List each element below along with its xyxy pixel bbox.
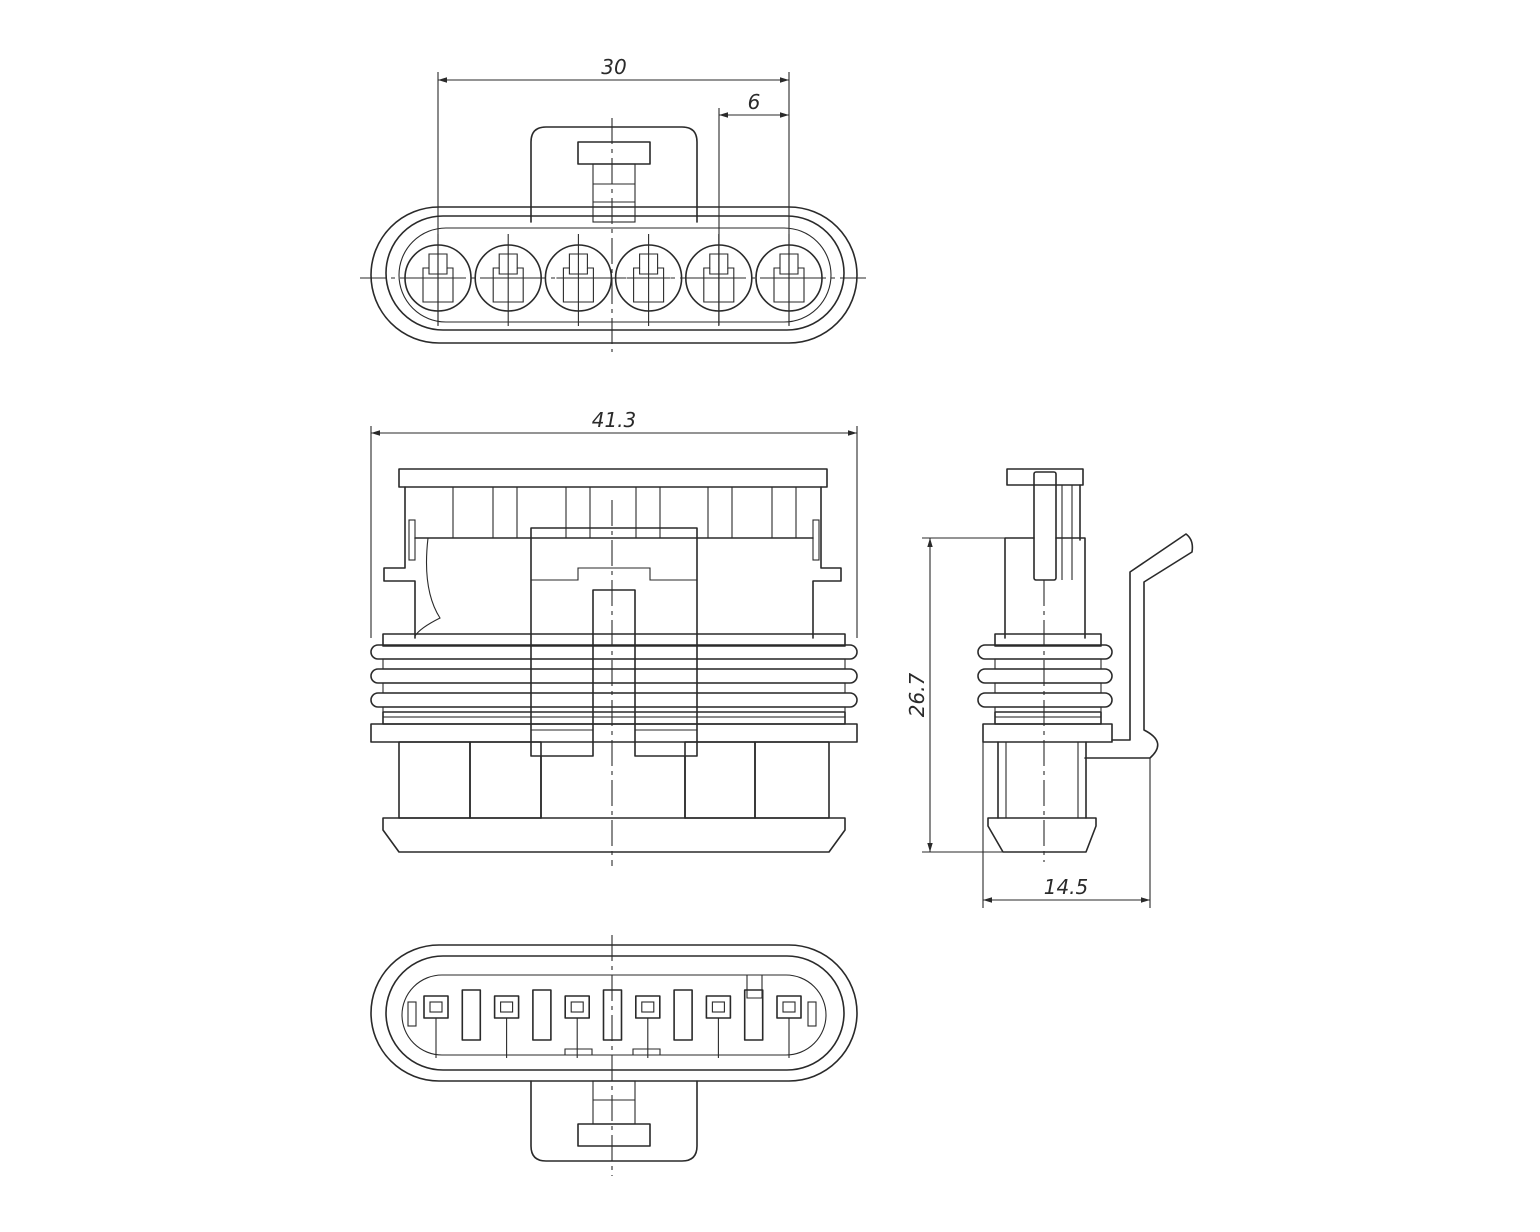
bottom-key-left	[407, 1001, 417, 1027]
bottom-outer-body	[370, 944, 858, 1082]
top-cavities	[404, 234, 823, 326]
top-cavity	[474, 234, 543, 326]
front-seal-rings	[370, 633, 858, 725]
terminal-window	[634, 995, 661, 1019]
dim-pin-span-label: 30	[601, 55, 626, 79]
side-view: 26.7 14.5	[905, 468, 1194, 908]
side-latch-post	[1033, 471, 1057, 581]
front-seal-ring	[370, 668, 858, 684]
terminal-window	[705, 995, 732, 1019]
top-view: 30 6	[360, 55, 866, 352]
dim-body-width: 41.3	[370, 408, 858, 638]
bottom-terminal	[423, 989, 482, 1058]
terminal-window	[423, 995, 449, 1019]
front-upper-ribs	[452, 487, 797, 538]
top-cavity	[614, 234, 683, 326]
cavity-terminal	[773, 253, 805, 303]
terminal-divider	[532, 989, 552, 1041]
terminal-divider	[673, 989, 693, 1041]
top-inner-body	[385, 215, 845, 331]
front-lower-blocks	[398, 741, 830, 819]
bottom-terminal	[493, 989, 552, 1058]
side-seal-top	[994, 633, 1102, 647]
bottom-terminal	[564, 989, 623, 1058]
bottom-terminal	[705, 989, 764, 1058]
dim-body-depth: 14.5	[982, 742, 1151, 908]
top-latch-slot	[592, 163, 636, 223]
terminal-pin	[782, 1001, 796, 1013]
side-seal-groove	[994, 682, 1102, 694]
front-seal-groove	[382, 682, 846, 694]
bottom-terminal	[634, 989, 693, 1058]
bottom-terminal-windows	[423, 989, 802, 1058]
side-upper-housing	[1004, 537, 1086, 639]
dim-body-height: 26.7	[905, 537, 1005, 853]
front-seal-ring	[370, 644, 858, 660]
side-seal-groove	[994, 658, 1102, 670]
side-seal-ring	[977, 644, 1113, 660]
dim-body-depth-label: 14.5	[1044, 875, 1089, 899]
cavity-terminal	[633, 253, 665, 303]
dim-body-width-label: 41.3	[592, 408, 637, 432]
bottom-latch-bar	[577, 1123, 651, 1147]
bottom-terminal	[776, 995, 802, 1058]
dim-body-height-label: 26.7	[905, 672, 929, 717]
dim-pin-span: 30	[437, 55, 790, 325]
bottom-key-right	[807, 1001, 817, 1027]
front-seal-ring	[370, 692, 858, 708]
side-seal-bottom	[994, 711, 1102, 725]
front-lower-block	[684, 741, 756, 819]
front-seal-bottom	[382, 711, 846, 725]
front-seal-top	[382, 633, 846, 647]
top-cavity-rim	[398, 227, 832, 323]
front-top-cap	[398, 468, 828, 488]
terminal-pin	[429, 1001, 443, 1013]
front-lower-flange	[370, 723, 858, 743]
bottom-latch-tab	[530, 1080, 698, 1162]
top-latch-bar	[577, 141, 651, 165]
bottom-view	[370, 935, 858, 1176]
side-bottom-skirt	[987, 817, 1097, 853]
terminal-window	[493, 995, 520, 1019]
front-lower-block	[398, 741, 471, 819]
cavity-terminal	[703, 253, 735, 303]
side-flange	[982, 723, 1113, 743]
top-cavity	[544, 234, 613, 326]
cavity-terminal	[562, 253, 594, 303]
side-seal-ring	[977, 692, 1113, 708]
terminal-pin	[641, 1001, 655, 1013]
dim-pin-pitch: 6	[718, 90, 789, 325]
terminal-pin	[570, 1001, 584, 1013]
terminal-pin	[711, 1001, 725, 1013]
side-lever	[1084, 533, 1194, 759]
side-latch-head	[1006, 468, 1084, 486]
terminal-divider	[743, 989, 764, 1041]
cavity-terminal	[422, 253, 454, 303]
top-outer-body	[370, 206, 858, 344]
bottom-inner-body	[385, 955, 845, 1071]
side-seal-ring	[977, 668, 1113, 684]
side-seal-rings	[977, 633, 1113, 725]
front-view: 41.3	[370, 408, 858, 866]
front-lower-block	[754, 741, 830, 819]
cavity-terminal	[492, 253, 524, 303]
terminal-pin	[500, 1001, 514, 1013]
bottom-face-rim	[401, 974, 827, 1056]
front-seal-groove	[382, 658, 846, 670]
top-latch-tab	[530, 126, 698, 223]
terminal-window	[564, 995, 591, 1019]
front-latch	[530, 527, 698, 757]
terminal-window	[776, 995, 802, 1019]
front-curve-detail	[414, 537, 441, 637]
terminal-divider	[461, 989, 482, 1041]
front-bottom-skirt	[382, 817, 846, 853]
front-upper-housing	[383, 486, 842, 639]
side-lower-body	[997, 741, 1087, 819]
dim-pin-pitch-label: 6	[748, 90, 761, 114]
